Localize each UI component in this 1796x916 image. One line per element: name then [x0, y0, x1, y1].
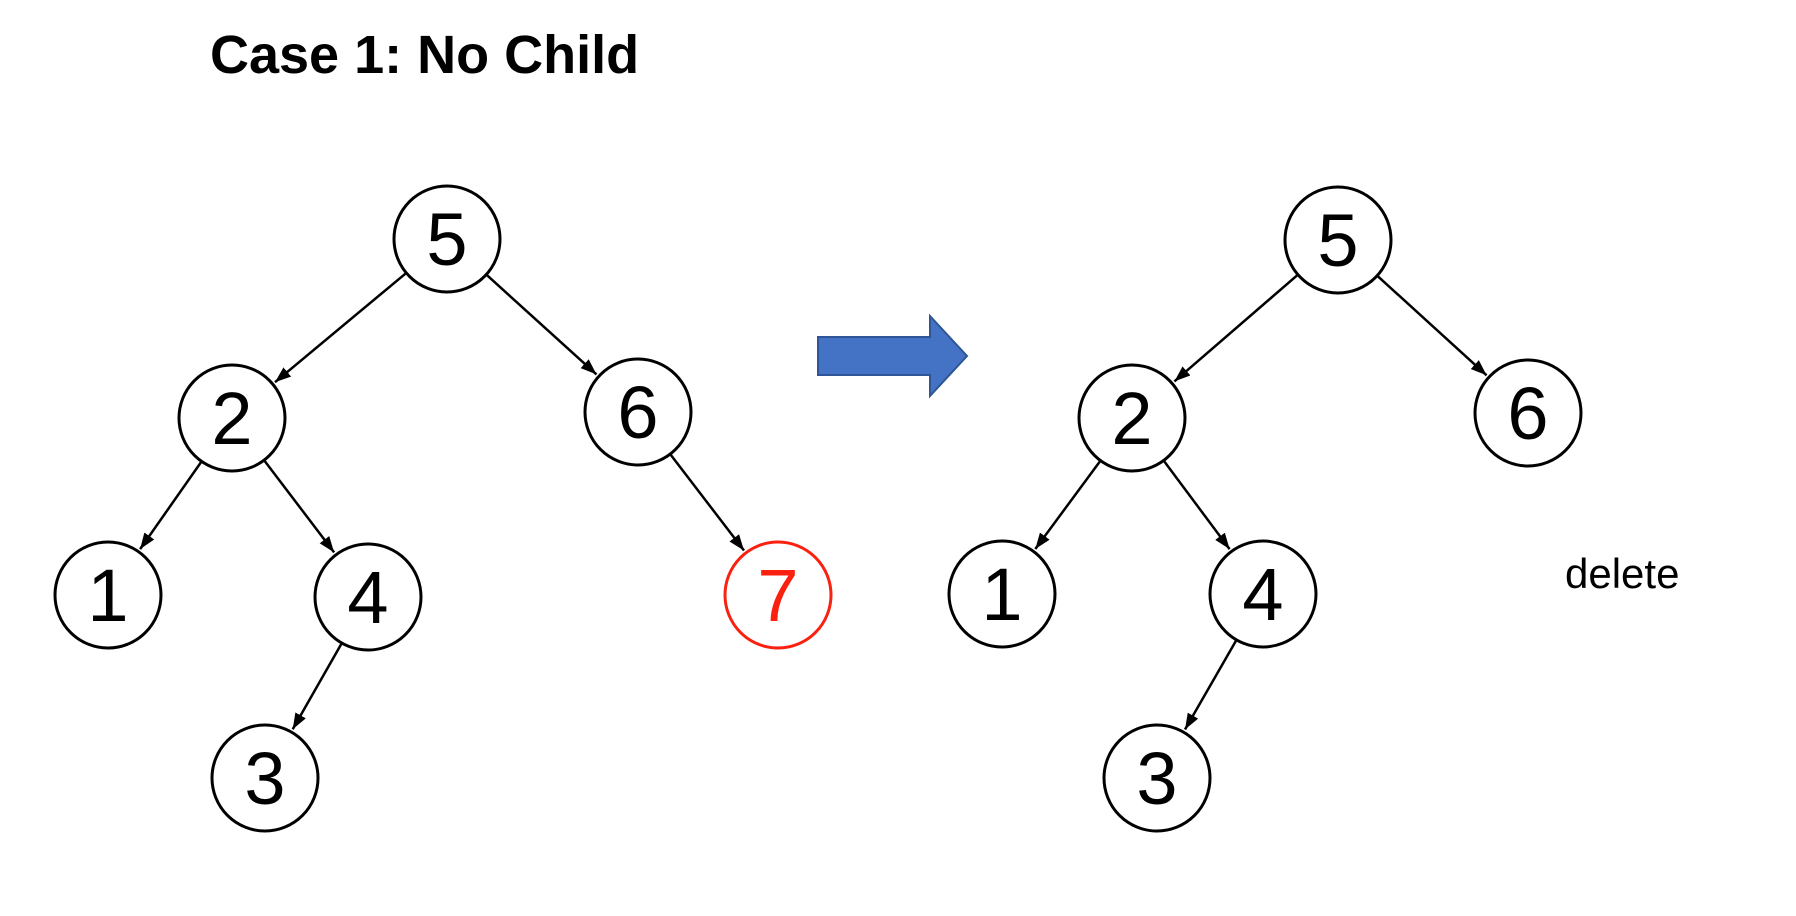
node-label-2: 2	[1111, 377, 1152, 460]
node-circle-2	[1077, 363, 1187, 473]
node-circle-1	[947, 539, 1057, 649]
edge-5-6	[485, 273, 598, 376]
edge-5-2	[274, 271, 408, 384]
edge-2-1	[139, 460, 203, 550]
tree-before-delete: 5 2 6 1 4 3 7	[53, 184, 833, 833]
node-label-6: 6	[1507, 372, 1548, 455]
node-circle-4	[313, 542, 423, 652]
node-label-1: 1	[87, 554, 128, 637]
edge-2-4	[263, 459, 336, 554]
tree-after-delete-node-2: 2	[1077, 363, 1187, 473]
edge-6-7	[669, 453, 745, 552]
tree-after-delete-node-6: 6	[1473, 358, 1583, 468]
edge-4-3	[291, 642, 343, 730]
node-label-2: 2	[211, 377, 252, 460]
node-circle-1	[53, 540, 163, 650]
tree-before-delete-node-2: 2	[177, 363, 287, 473]
node-circle-7	[723, 540, 833, 650]
node-circle-5	[392, 184, 502, 294]
node-circle-6	[583, 357, 693, 467]
node-label-3: 3	[1136, 737, 1177, 820]
node-circle-2	[177, 363, 287, 473]
node-circle-4	[1208, 539, 1318, 649]
tree-after-delete-node-1: 1	[947, 539, 1057, 649]
node-circle-3	[210, 723, 320, 833]
edge-2-1	[1034, 459, 1102, 550]
case-title: Case 1: No Child	[210, 25, 640, 85]
delete-label: delete	[1565, 550, 1680, 597]
tree-after-delete-node-4: 4	[1208, 539, 1318, 649]
tree-before-delete-node-7: 7	[723, 540, 833, 650]
node-label-3: 3	[244, 737, 285, 820]
tree-before-delete-node-1: 1	[53, 540, 163, 650]
edge-5-6	[1376, 274, 1488, 377]
edge-5-2	[1173, 273, 1299, 383]
node-circle-5	[1283, 185, 1393, 295]
tree-after-delete: 5 2 6 1 4 3	[947, 185, 1583, 833]
transform-arrow-icon	[817, 313, 969, 399]
node-label-4: 4	[347, 556, 388, 639]
node-label-4: 4	[1242, 553, 1283, 636]
node-label-6: 6	[617, 371, 658, 454]
node-circle-6	[1473, 358, 1583, 468]
tree-before-delete-node-6: 6	[583, 357, 693, 467]
trees-layer: 5 2 6 1 4 3 7 5 2 6 1 4 3	[53, 184, 1583, 833]
tree-after-delete-node-5: 5	[1283, 185, 1393, 295]
node-label-7: 7	[757, 554, 798, 637]
tree-after-delete-node-3: 3	[1102, 723, 1212, 833]
node-label-1: 1	[981, 553, 1022, 636]
edge-2-4	[1162, 459, 1231, 550]
edge-4-3	[1183, 639, 1238, 731]
node-label-5: 5	[426, 198, 467, 281]
tree-before-delete-node-5: 5	[392, 184, 502, 294]
node-label-5: 5	[1317, 199, 1358, 282]
tree-before-delete-node-3: 3	[210, 723, 320, 833]
tree-before-delete-node-4: 4	[313, 542, 423, 652]
node-circle-3	[1102, 723, 1212, 833]
